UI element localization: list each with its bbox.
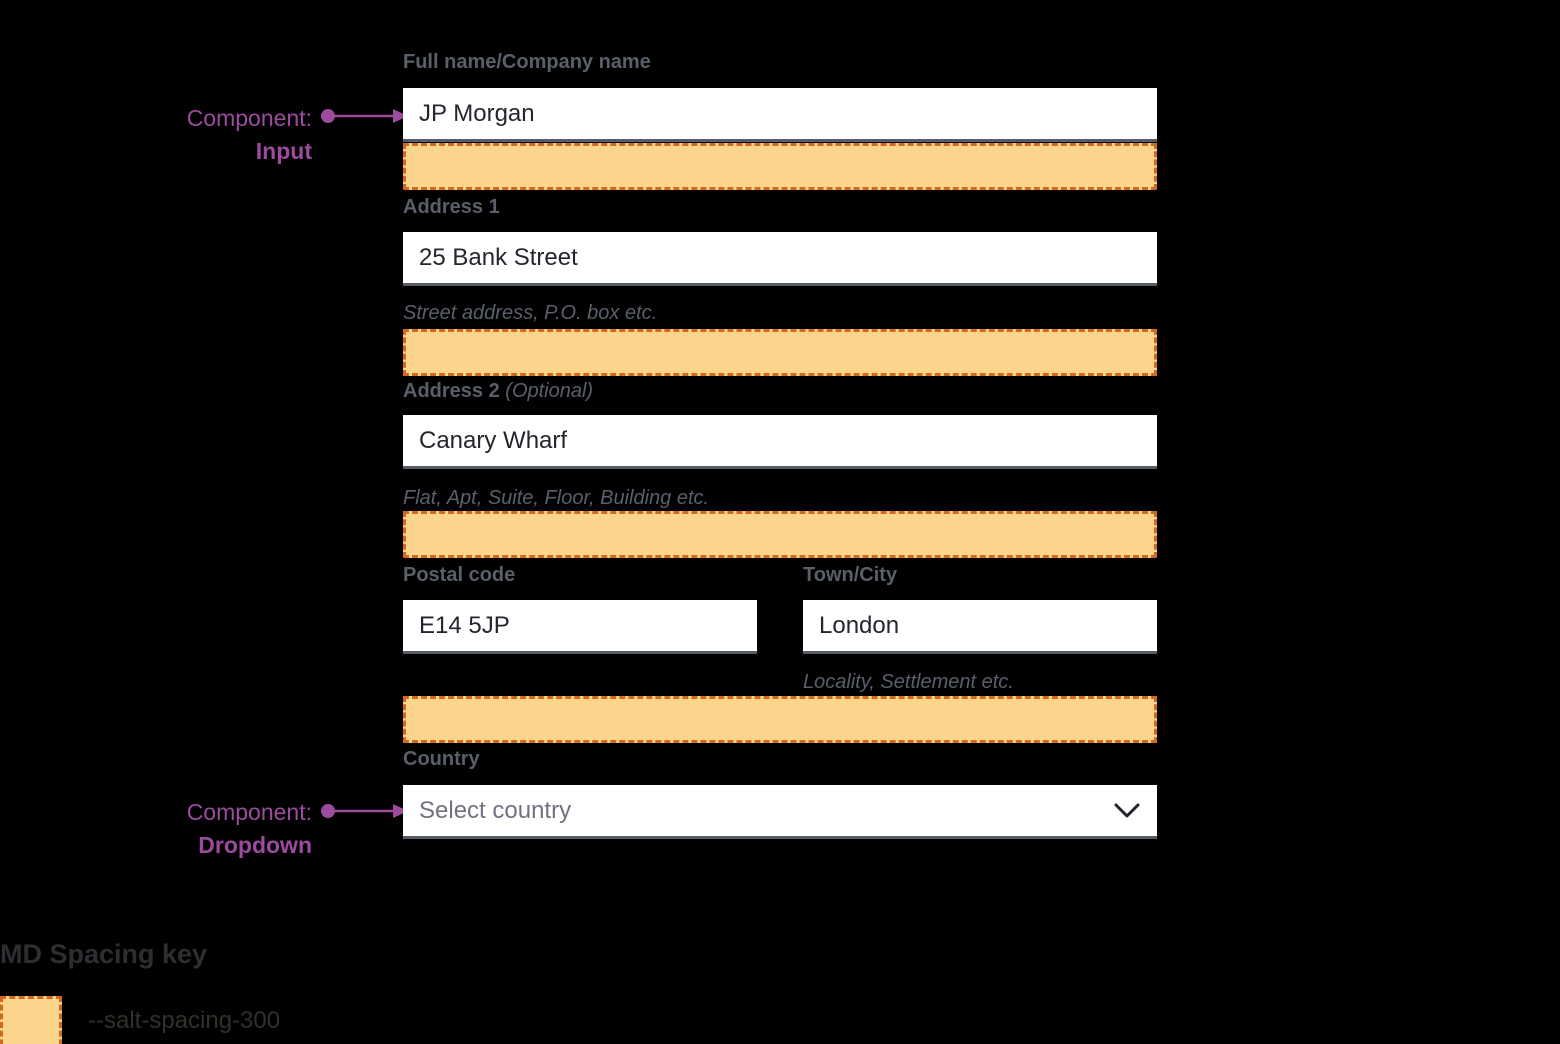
address1-label: Address 1 bbox=[403, 196, 500, 218]
postal-code-label: Postal code bbox=[403, 564, 516, 586]
spacing-key-title: MD Spacing key bbox=[0, 939, 208, 969]
town-city-helper-text: Locality, Settlement etc. bbox=[803, 671, 1014, 693]
full-name-label: Full name/Company name bbox=[403, 51, 651, 73]
spacing-block-salt-300 bbox=[403, 511, 1157, 558]
town-city-input[interactable] bbox=[803, 600, 1157, 654]
address1-helper-text: Street address, P.O. box etc. bbox=[403, 302, 658, 324]
address2-label: Address 2 (Optional) bbox=[403, 379, 593, 403]
address2-optional-suffix: (Optional) bbox=[505, 380, 594, 402]
address2-input[interactable] bbox=[403, 415, 1157, 469]
annotation-arrow-icon bbox=[321, 804, 408, 818]
address1-input[interactable] bbox=[403, 232, 1157, 286]
annotation-prefix: Component: bbox=[186, 799, 312, 825]
country-dropdown[interactable]: Select country bbox=[403, 785, 1157, 839]
spacing-block-salt-300 bbox=[403, 329, 1157, 376]
annotation-component-name: Dropdown bbox=[198, 832, 312, 858]
postal-code-input[interactable] bbox=[403, 600, 757, 654]
annotation-arrow-icon bbox=[321, 109, 408, 123]
address2-label-text: Address 2 bbox=[403, 380, 500, 402]
country-dropdown-placeholder: Select country bbox=[419, 796, 572, 824]
spacing-block-salt-300 bbox=[403, 696, 1157, 743]
annotation-component-name: Input bbox=[255, 138, 312, 164]
annotation-component-input: Component: Input bbox=[0, 102, 312, 168]
country-label: Country bbox=[403, 748, 480, 770]
town-city-label: Town/City bbox=[803, 564, 898, 586]
address2-helper-text: Flat, Apt, Suite, Floor, Building etc. bbox=[403, 487, 710, 509]
annotation-component-dropdown: Component: Dropdown bbox=[0, 796, 312, 862]
annotation-prefix: Component: bbox=[186, 105, 312, 131]
full-name-input[interactable] bbox=[403, 88, 1157, 142]
spacing-token-label: --salt-spacing-300 bbox=[88, 1007, 281, 1034]
spacing-key-swatch bbox=[0, 996, 62, 1044]
chevron-down-icon[interactable] bbox=[1113, 802, 1141, 820]
spacing-block-salt-300 bbox=[403, 143, 1157, 190]
